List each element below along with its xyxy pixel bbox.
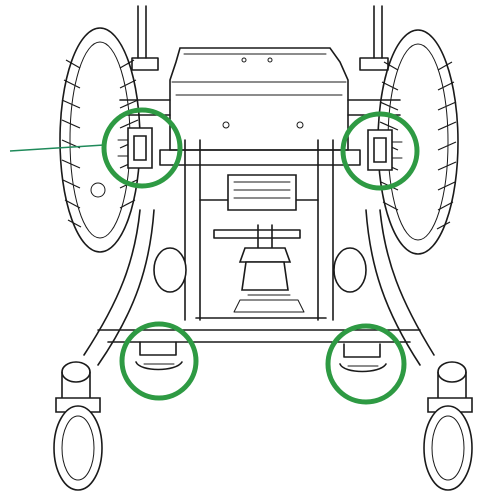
mid-castors xyxy=(90,182,367,293)
lower-frame-arms xyxy=(83,209,435,366)
left-tie-down-handle xyxy=(135,341,183,371)
top-posts xyxy=(131,5,389,71)
highlight-circle-left-bracket xyxy=(101,107,183,189)
mid-frame xyxy=(159,139,361,321)
right-front-castor xyxy=(423,361,473,491)
center-actuator xyxy=(233,224,305,313)
left-front-castor xyxy=(53,361,103,491)
highlight-circle-right-bracket xyxy=(340,111,420,191)
highlight-circle-left-handle xyxy=(119,321,199,401)
left-tie-down-bracket xyxy=(117,127,153,169)
right-tie-down-handle xyxy=(339,343,387,373)
leader-line xyxy=(9,144,105,152)
chassis-body xyxy=(119,47,401,151)
right-tie-down-bracket xyxy=(367,129,403,171)
highlight-circle-right-handle xyxy=(325,323,407,405)
